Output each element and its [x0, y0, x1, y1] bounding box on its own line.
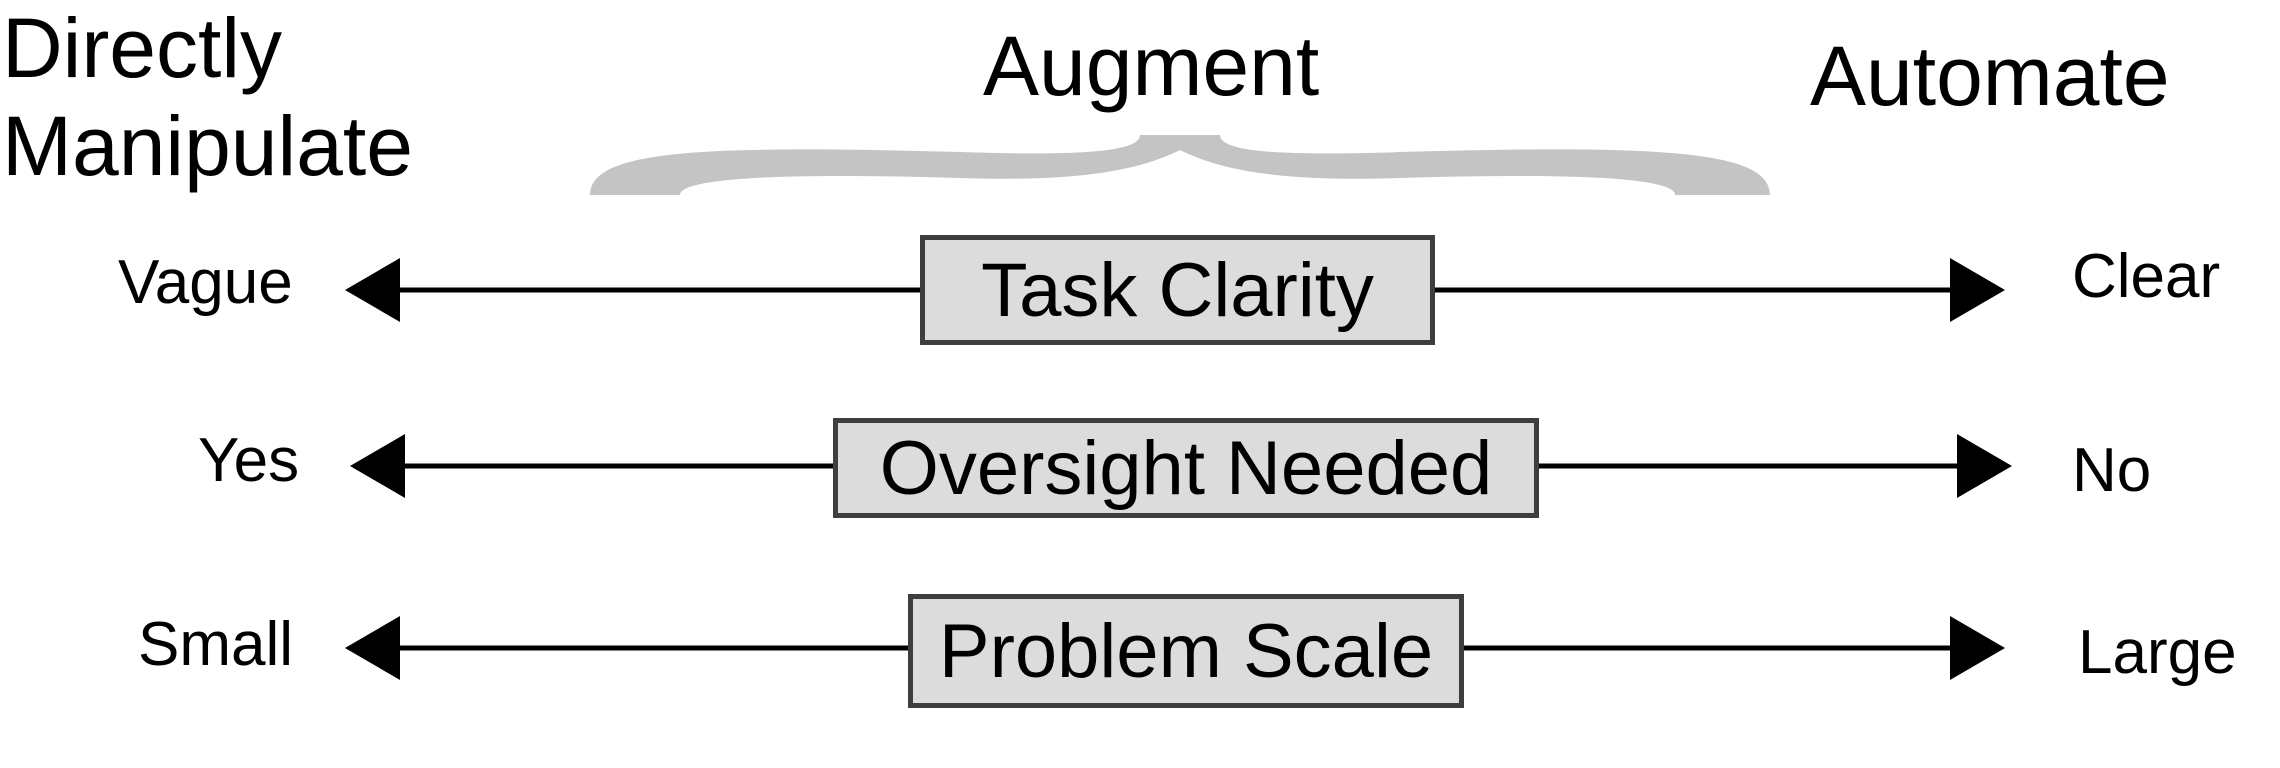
heading-automate: Automate: [1810, 29, 2170, 123]
axis-box-task-clarity: Task Clarity: [920, 235, 1435, 345]
axis-right-label-clear: Clear: [2072, 242, 2221, 311]
axis-left-label-small: Small: [138, 610, 294, 679]
heading-directly-manipulate-line1: Directly: [2, 1, 283, 95]
right-arrowhead-icon: [1950, 616, 2005, 680]
axis-box-oversight-needed: Oversight Needed: [833, 418, 1539, 518]
right-arrowhead-icon: [1950, 258, 2005, 322]
left-arrowhead-icon: [345, 258, 400, 322]
axis-box-problem-scale: Problem Scale: [908, 594, 1464, 708]
right-arrowhead-icon: [1957, 434, 2012, 498]
left-arrowhead-icon: [350, 434, 405, 498]
axis-right-label-no: No: [2072, 436, 2152, 505]
axis-left-label-yes: Yes: [198, 426, 300, 495]
heading-augment: Augment: [983, 19, 1320, 113]
axis-left-label-vague: Vague: [118, 248, 293, 317]
heading-directly-manipulate-line2: Manipulate: [2, 99, 413, 193]
axis-right-label-large: Large: [2078, 618, 2237, 687]
left-arrowhead-icon: [345, 616, 400, 680]
